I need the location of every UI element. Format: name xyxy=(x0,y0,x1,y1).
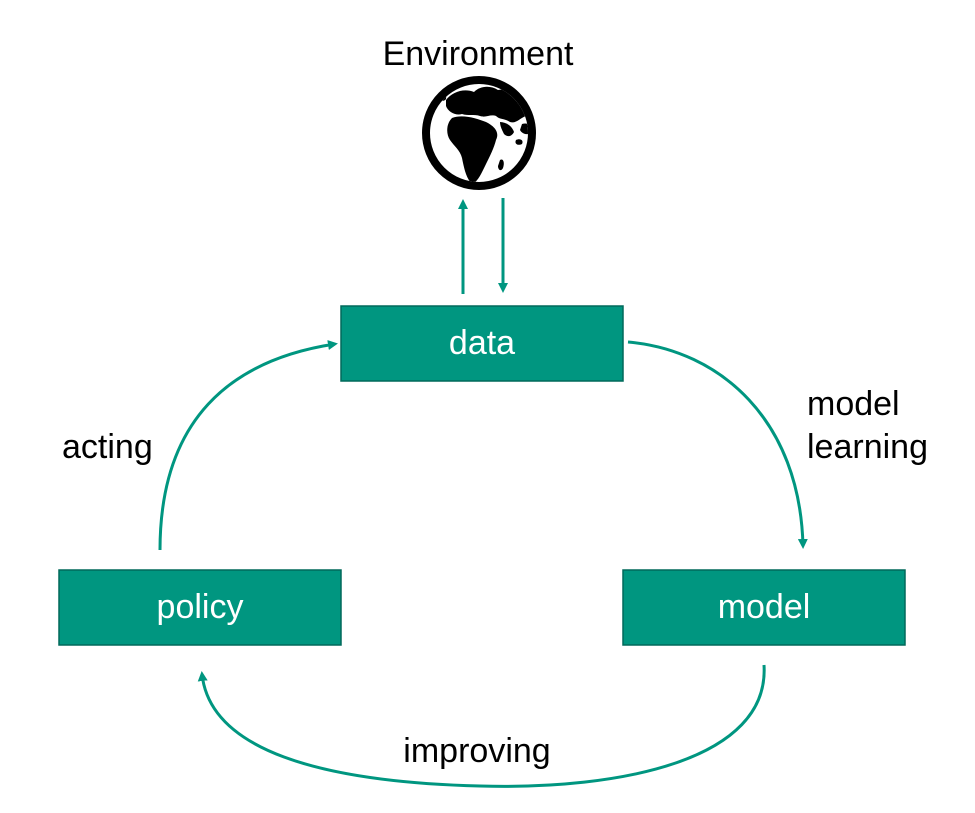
edge-label-improving: improving xyxy=(403,732,550,770)
arrow-model-to-policy xyxy=(197,664,766,788)
environment-title: Environment xyxy=(383,35,574,73)
node-data-label: data xyxy=(449,324,515,362)
edge-label-model-learning-line2: learning xyxy=(807,428,928,466)
edge-label-model-learning-line1: model xyxy=(807,385,900,423)
node-data: data xyxy=(340,305,624,382)
arrow-policy-to-data xyxy=(158,340,338,551)
node-policy: policy xyxy=(58,569,342,646)
edge-label-acting: acting xyxy=(62,428,153,466)
arrow-data-to-model xyxy=(627,340,808,549)
node-policy-label: policy xyxy=(157,588,244,626)
node-model-label: model xyxy=(718,588,811,626)
node-model: model xyxy=(622,569,906,646)
globe-icon xyxy=(422,76,536,190)
